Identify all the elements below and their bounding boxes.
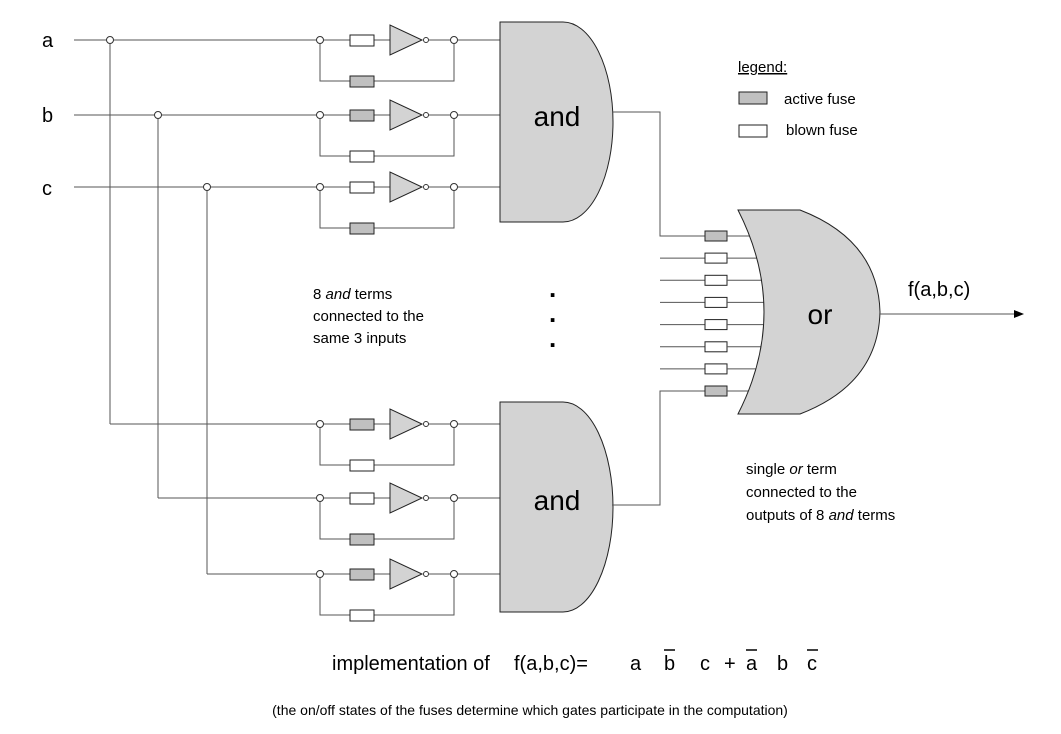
fuse-true-c	[349, 568, 375, 581]
ellipsis-dot-2: .	[549, 298, 556, 328]
and-terms-note-line1: 8 and terms	[313, 286, 392, 303]
bottom-and-cell-b	[316, 482, 500, 546]
formula-prefix: implementation of	[332, 653, 490, 675]
legend-blown-fuse-icon	[738, 124, 768, 138]
inverter-icon	[389, 171, 424, 203]
or-term-note-line3: outputs of 8 and terms	[746, 507, 895, 524]
output-label: f(a,b,c)	[908, 279, 970, 301]
or-input-fuses	[660, 230, 766, 397]
fuse-true-a	[349, 34, 375, 47]
bottom-and-cell-a	[316, 408, 500, 472]
and-terms-note-line3: same 3 inputs	[313, 330, 406, 347]
top-and-cell-a	[316, 24, 500, 88]
bottom-and-cell-c	[316, 558, 500, 622]
input-buses	[74, 36, 320, 575]
fuse-true-c	[349, 181, 375, 194]
inverter-icon	[389, 408, 424, 440]
or-term-note-line2: connected to the	[746, 484, 857, 501]
and-to-or-wires	[612, 111, 705, 506]
and-terms-note-line2: connected to the	[313, 308, 424, 325]
or-input-fuse-5	[704, 319, 728, 331]
fuse-true-b	[349, 492, 375, 505]
formula-term-2: b	[664, 653, 675, 675]
fuse-complement-a	[349, 75, 375, 88]
formula-lhs: f(a,b,c)=	[514, 653, 588, 675]
legend-blown-label: blown fuse	[786, 122, 858, 139]
or-input-fuse-8	[704, 385, 728, 397]
formula-term-5: a	[746, 653, 758, 675]
inverter-icon	[389, 99, 424, 131]
formula-term-3: c	[700, 653, 710, 675]
fuse-cells	[316, 24, 500, 622]
and-gate-bottom	[499, 401, 614, 613]
fuse-true-a	[349, 418, 375, 431]
fuse-complement-c	[349, 222, 375, 235]
fuse-complement-a	[349, 459, 375, 472]
top-and-cell-b	[316, 99, 500, 163]
output-arrow-icon	[1014, 310, 1024, 318]
or-input-fuse-2	[704, 252, 728, 264]
fuse-complement-b	[349, 150, 375, 163]
formula-term-4: +	[724, 653, 736, 675]
inverter-icon	[389, 24, 424, 56]
and-gate-top	[499, 21, 614, 223]
caption: (the on/off states of the fuses determin…	[272, 702, 788, 718]
inverter-icon	[389, 482, 424, 514]
fuse-complement-c	[349, 609, 375, 622]
or-gate-label: or	[808, 299, 833, 330]
or-term-note-line1: single or term	[746, 461, 837, 478]
or-input-fuse-7	[704, 363, 728, 375]
input-label-a: a	[42, 30, 54, 52]
and-gate-top-label: and	[534, 101, 581, 132]
fuse-true-b	[349, 109, 375, 122]
formula-term-6: b	[777, 653, 788, 675]
top-and-cell-c	[316, 171, 500, 235]
legend-active-fuse-icon	[738, 91, 768, 105]
fuse-complement-b	[349, 533, 375, 546]
input-label-b: b	[42, 105, 53, 127]
or-input-fuse-3	[704, 274, 728, 286]
or-input-fuse-6	[704, 341, 728, 353]
formula-term-1: a	[630, 653, 642, 675]
legend-title: legend:	[738, 59, 787, 76]
or-input-fuse-1	[704, 230, 728, 242]
input-label-c: c	[42, 178, 52, 200]
ellipsis-dot-3: .	[549, 323, 556, 353]
legend-active-label: active fuse	[784, 91, 856, 108]
or-input-fuse-4	[704, 296, 728, 308]
formula-term-7: c	[807, 653, 817, 675]
and-gate-bottom-label: and	[534, 485, 581, 516]
ellipsis-dot-1: .	[549, 273, 556, 303]
inverter-icon	[389, 558, 424, 590]
or-gate	[737, 209, 881, 415]
